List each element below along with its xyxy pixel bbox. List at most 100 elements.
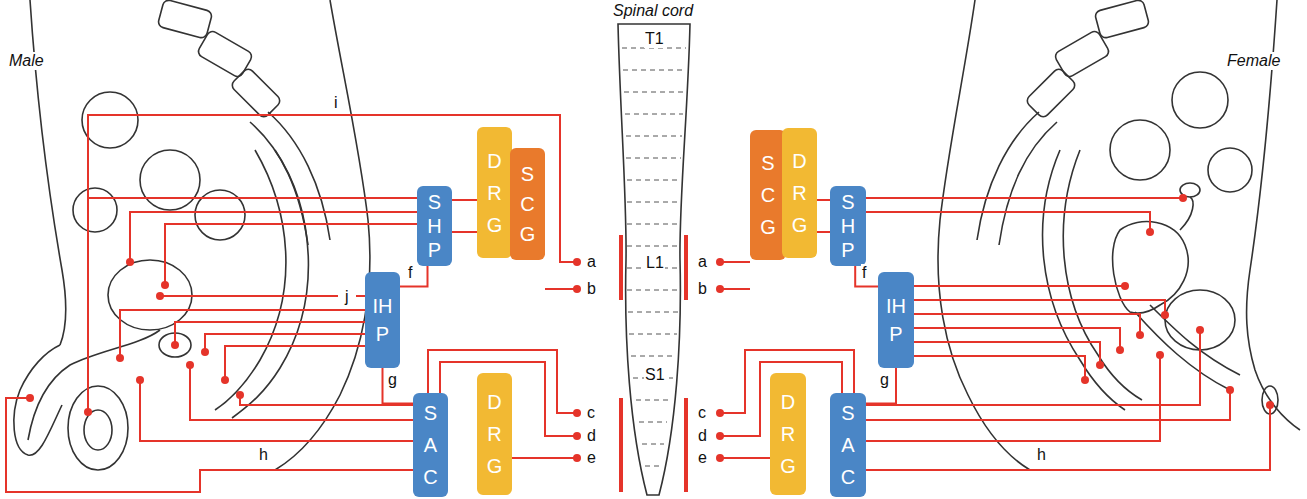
nerve-wire <box>866 197 1183 199</box>
spinal-cord <box>618 24 690 495</box>
nerve-connector <box>383 368 414 403</box>
nerve-ending-dot <box>1116 346 1124 354</box>
nerve-wire <box>866 355 1160 441</box>
connector-letter: g <box>387 371 398 389</box>
callout-letter: a <box>586 253 597 271</box>
nerve-wire <box>866 330 1200 405</box>
male-anatomy <box>68 386 128 470</box>
female-anatomy <box>1094 0 1150 39</box>
female-anatomy <box>977 112 1039 240</box>
nerve-ending-dot <box>716 432 724 440</box>
segment-label: S1 <box>644 366 666 384</box>
ganglion-box: DRG <box>770 373 806 495</box>
illustration-part <box>639 422 667 423</box>
illustration-part <box>636 400 670 401</box>
nerve-ending-dot <box>716 409 724 417</box>
female-anatomy <box>1208 148 1252 192</box>
nerve-wire <box>866 405 1270 470</box>
male-anatomy <box>157 0 213 39</box>
nerve-wire <box>6 115 577 492</box>
nerve-connector <box>817 199 830 201</box>
male-anatomy <box>14 0 370 470</box>
male-anatomy <box>73 188 117 232</box>
nerve-ending-dot <box>26 394 34 402</box>
ganglion-box: SCG <box>750 130 786 260</box>
box-label: SAC <box>838 397 858 493</box>
nerve-wire <box>120 310 365 358</box>
nerve-ending-dot <box>1179 194 1187 202</box>
ganglion-box: DRG <box>477 373 512 495</box>
nerve-ending-dot <box>573 432 581 440</box>
nerve-ending-dot <box>573 285 581 293</box>
nerve-ending-dot <box>171 341 179 349</box>
callout-letter: e <box>697 449 708 467</box>
figure-heading: Spinal cord <box>612 2 694 20</box>
nerve-ending-dot <box>1121 282 1129 290</box>
female-anatomy <box>938 0 1030 470</box>
nerve-wire <box>140 380 413 441</box>
ganglion-box: SCG <box>510 148 545 260</box>
ganglion-box: DRG <box>782 128 817 258</box>
box-label: SCG <box>758 147 778 243</box>
nerve-ending-dot <box>1156 351 1164 359</box>
plexus-box: SAC <box>830 393 866 497</box>
nerve-wire <box>720 288 750 290</box>
nerve-ending-dot <box>161 281 169 289</box>
nerve-wire <box>160 295 338 297</box>
male-anatomy <box>196 29 253 78</box>
nerve-ending-dot <box>136 376 144 384</box>
panel-heading: Male <box>8 52 45 70</box>
nerve-ending-dot <box>1226 386 1234 394</box>
nerve-wire <box>6 398 413 492</box>
nerve-wire <box>720 261 750 263</box>
box-label: DRG <box>790 145 810 241</box>
nerve-wire <box>225 346 365 380</box>
segment-bar <box>619 235 688 492</box>
nerve-ending-dot <box>1096 361 1104 369</box>
nerve-ending-dot <box>1161 311 1169 319</box>
callout-letter: d <box>586 427 597 445</box>
plexus-box: SHP <box>830 186 866 266</box>
female-anatomy <box>1135 312 1230 390</box>
nerve-ending-dot <box>1146 228 1154 236</box>
callout-letter: c <box>586 404 596 422</box>
nerve-ending-dot <box>573 409 581 417</box>
segment-bar <box>684 398 688 492</box>
connector-letter: g <box>879 371 890 389</box>
nerve-ending-dot <box>156 292 164 300</box>
nerve-wire <box>88 115 577 412</box>
nerve-wire <box>866 212 1150 232</box>
female-anatomy <box>1110 120 1170 180</box>
plexus-box: SAC <box>413 393 448 497</box>
nerve-wire <box>205 334 365 352</box>
female-anatomy <box>1053 29 1110 78</box>
nerve-ending-dot <box>716 454 724 462</box>
illustration-part <box>627 290 679 291</box>
spinal-cord <box>618 24 690 495</box>
plexus-box: IHP <box>878 272 914 368</box>
box-label: SHP <box>425 190 445 262</box>
nerve-ending-dot <box>1196 326 1204 334</box>
illustration-part <box>627 180 680 181</box>
segment-bar <box>684 235 688 300</box>
nerve-wire <box>914 342 1100 365</box>
box-label: SAC <box>421 397 441 493</box>
nerve-ending-dot <box>1136 331 1144 339</box>
illustration-part <box>626 158 681 159</box>
illustration-part <box>624 92 684 93</box>
nerve-wire <box>914 300 1165 315</box>
nerve-connector <box>452 199 477 201</box>
male-anatomy <box>14 345 62 455</box>
female-anatomy <box>999 122 1057 245</box>
callout-letter: j <box>344 288 350 306</box>
nerve-ending-dot <box>716 258 724 266</box>
illustration-part <box>631 356 675 357</box>
nerve-ending-dot <box>116 354 124 362</box>
nerve-ending-dot <box>84 408 92 416</box>
connector-letter: f <box>861 264 867 282</box>
nerve-ending-dot <box>201 348 209 356</box>
segment-bar <box>619 235 623 300</box>
illustration-part <box>627 202 680 203</box>
